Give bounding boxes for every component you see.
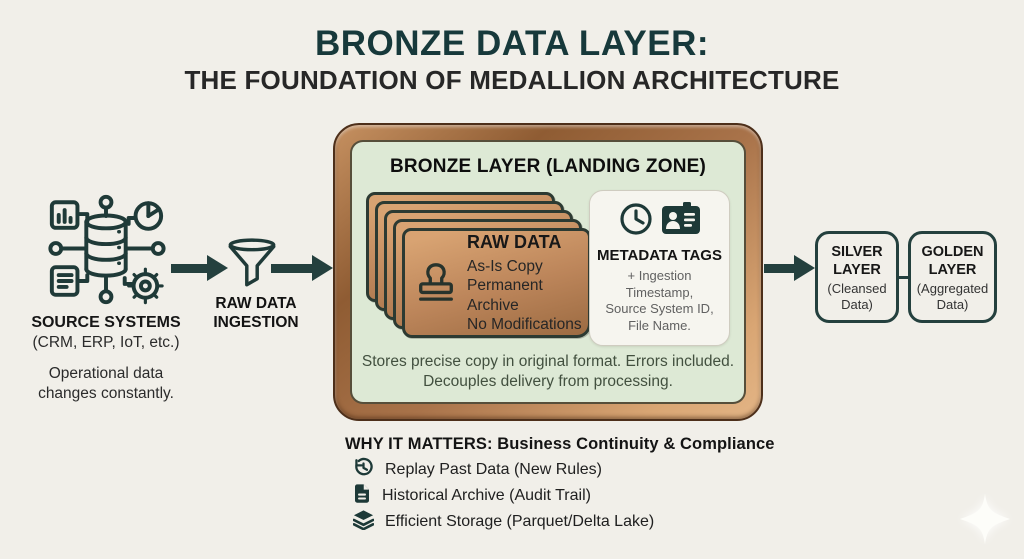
raw-data-card-line: No Modifications (467, 316, 582, 333)
why-it-matters-heading: WHY IT MATTERS: Business Continuity & Co… (345, 435, 775, 453)
raw-data-card-line: As-Is Copy (467, 257, 543, 275)
why-it-matters-section: WHY IT MATTERS: Business Continuity & Co… (345, 435, 775, 532)
flow-arrow-ingestion-to-bronze (271, 255, 333, 281)
silver-layer-box: SILVER LAYER (Cleansed Data) (815, 231, 899, 323)
raw-data-card-line: Permanent Archive (467, 277, 543, 314)
flow-arrow-source-to-ingestion (171, 255, 228, 281)
metadata-line: Timestamp, (625, 284, 694, 300)
why-item-label: Efficient Storage (Parquet/Delta Lake) (385, 513, 655, 530)
flow-arrow-bronze-to-silver (764, 255, 815, 281)
golden-layer-subtitle: (Aggregated (916, 281, 989, 296)
id-badge-icon (662, 201, 700, 241)
silver-layer-title: SILVER (831, 244, 883, 260)
metadata-line: File Name. (628, 317, 691, 333)
metadata-tags-box: METADATA TAGS + Ingestion Timestamp, Sou… (589, 190, 730, 346)
history-icon (353, 457, 374, 483)
page-title: BRONZE DATA LAYER: (315, 24, 709, 63)
funnel-icon (226, 236, 278, 297)
why-item-label: Replay Past Data (New Rules) (385, 461, 602, 478)
bronze-layer-panel: BRONZE LAYER (LANDING ZONE) RAW DATA As-… (350, 140, 746, 404)
bronze-layer-frame: BRONZE LAYER (LANDING ZONE) RAW DATA As-… (333, 123, 763, 421)
raw-data-card-front: RAW DATA As-Is Copy Permanent Archive No… (402, 228, 591, 338)
layers-icon (352, 509, 375, 535)
source-systems-note: Operational data changes constantly. (38, 365, 174, 402)
source-systems-sublabel: (CRM, ERP, IoT, etc.) (32, 334, 180, 351)
source-systems-icon (18, 192, 194, 306)
metadata-tags-title: METADATA TAGS (597, 247, 722, 264)
clock-icon (619, 202, 653, 241)
raw-data-card-title: RAW DATA (467, 231, 562, 252)
source-systems-label: SOURCE SYSTEMS (31, 314, 181, 331)
why-item-label: Historical Archive (Audit Trail) (382, 487, 591, 504)
golden-layer-title: GOLDEN (921, 244, 984, 260)
ingestion-label: RAW DATA INGESTION (213, 295, 299, 331)
why-item-storage: Efficient Storage (Parquet/Delta Lake) (345, 509, 775, 535)
silver-layer-subtitle: (Cleansed (827, 281, 887, 296)
bronze-layer-heading: BRONZE LAYER (LANDING ZONE) (389, 156, 707, 177)
source-systems-group: SOURCE SYSTEMS (CRM, ERP, IoT, etc.) Ope… (18, 192, 194, 404)
why-item-replay: Replay Past Data (New Rules) (345, 457, 775, 483)
metadata-line: Source System ID, (605, 301, 714, 316)
silver-golden-connector (897, 276, 910, 279)
page-subtitle: THE FOUNDATION OF MEDALLION ARCHITECTURE (184, 65, 840, 95)
why-item-archive: Historical Archive (Audit Trail) (345, 483, 775, 509)
golden-layer-box: GOLDEN LAYER (Aggregated Data) (908, 231, 997, 323)
stamp-icon (415, 257, 457, 310)
bronze-footer-note: Stores precise copy in original format. … (361, 353, 735, 390)
document-icon (353, 483, 371, 509)
metadata-line: + Ingestion (627, 268, 692, 283)
raw-data-card-stack: RAW DATA As-Is Copy Permanent Archive No… (366, 192, 594, 342)
sparkle-watermark-icon (956, 490, 1014, 553)
